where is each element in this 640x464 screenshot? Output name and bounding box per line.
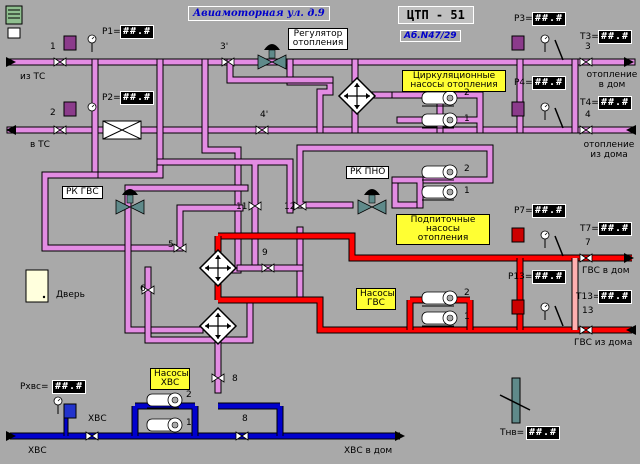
- p13-value: ##.#: [532, 270, 567, 284]
- phvs-value: ##.#: [52, 380, 87, 394]
- phvs-label: Pхвс=: [20, 382, 49, 392]
- circulation-pump-2[interactable]: [421, 90, 458, 107]
- t7-value: ##.#: [598, 222, 633, 236]
- damper-box: [102, 120, 142, 140]
- heating-supply-pipes: [6, 58, 636, 394]
- label-heating-to-house: отопление в дом: [586, 70, 638, 90]
- node-7: 7: [585, 238, 591, 248]
- node-9: 9: [262, 248, 268, 258]
- node-8: 8: [232, 374, 238, 384]
- gvs-pump-1[interactable]: [421, 310, 458, 327]
- makeup-pump-1[interactable]: [421, 184, 458, 201]
- node-5: 5: [168, 240, 174, 250]
- p13-label: P13=: [508, 272, 533, 282]
- cold-water-pipes: [10, 402, 400, 440]
- circulation-pump-1[interactable]: [421, 112, 458, 129]
- door-label: Дверь: [56, 290, 85, 300]
- pump-hvs-2-label: 2: [186, 390, 192, 400]
- label-hvs-to-house: ХВС в дом: [344, 446, 393, 456]
- heat-exchanger-heating: [338, 77, 376, 115]
- t4-value: ##.#: [598, 96, 633, 110]
- t3-value: ##.#: [598, 30, 633, 44]
- pump-circ-1-label: 1: [464, 114, 470, 124]
- thv-label: Тнв=: [500, 428, 525, 438]
- label-gvs-to-house: ГВС в дом: [582, 266, 630, 276]
- label-from-ts: из ТС: [20, 72, 46, 82]
- p4-label: P4=: [514, 78, 533, 88]
- label-to-ts: в ТС: [30, 140, 50, 150]
- p3-value: ##.#: [532, 12, 567, 26]
- thv-value: ##.#: [526, 426, 561, 440]
- node-4-prime: 4': [260, 110, 269, 120]
- label-regulator-heating: Регулятор отопления: [288, 28, 348, 50]
- node-3: 3: [585, 42, 591, 52]
- p7-label: P7=: [514, 206, 533, 216]
- heat-exchanger-gvs-1: [199, 249, 237, 287]
- station-title: ЦТП - 51: [398, 6, 474, 24]
- label-hvs-meter: ХВС: [88, 414, 107, 424]
- node-11: 11: [236, 202, 248, 212]
- label-gvs-from-house: ГВС из дома: [574, 338, 633, 348]
- node-2: 2: [50, 108, 56, 118]
- p7-value: ##.#: [532, 204, 567, 218]
- gvs-pump-2[interactable]: [421, 290, 458, 307]
- node-12: 12: [284, 202, 296, 212]
- pump-gvs-1-label: 1: [464, 312, 470, 322]
- node-8b: 8: [242, 414, 248, 424]
- p1-label: P1=: [102, 27, 121, 37]
- node-13: 13: [582, 306, 594, 316]
- label-hvs: ХВС: [28, 446, 47, 456]
- hvs-pump-2[interactable]: [146, 392, 183, 409]
- t7-label: T7=: [580, 224, 599, 234]
- flow-arrows: [6, 57, 636, 441]
- panel-icon[interactable]: [5, 5, 23, 39]
- label-circulation-pumps: Циркуляционные насосы отопления: [402, 70, 506, 92]
- label-rk-gvs: РК ГВС: [62, 186, 103, 199]
- door-icon[interactable]: [25, 269, 49, 303]
- temperature-sensors: [554, 39, 564, 327]
- node-3-prime: 3': [220, 42, 229, 52]
- pump-hvs-1-label: 1: [186, 418, 192, 428]
- label-rk-pno: РК ПНО: [346, 166, 390, 179]
- p2-value: ##.#: [120, 91, 155, 105]
- address-code: Аб.N47/29: [400, 30, 461, 42]
- label-heating-from-house: отопление из дома: [583, 140, 635, 160]
- label-hvs-pumps: Насосы ХВС: [150, 368, 190, 390]
- node-1: 1: [50, 42, 56, 52]
- p3-label: P3=: [514, 14, 533, 24]
- pump-feed-1-label: 1: [464, 186, 470, 196]
- node-4: 4: [585, 110, 591, 120]
- pump-gvs-2-label: 2: [464, 288, 470, 298]
- street-title: Авиамоторная ул. д.9: [188, 6, 330, 21]
- node-6: 6: [140, 284, 146, 294]
- label-gvs-pumps: Насосы ГВС: [356, 288, 396, 310]
- pump-feed-2-label: 2: [464, 164, 470, 174]
- pump-circ-2-label: 2: [464, 88, 470, 98]
- p1-value: ##.#: [120, 25, 155, 39]
- t3-label: T3=: [580, 32, 599, 42]
- label-makeup-pumps: Подпиточные насосы отопления: [396, 214, 490, 245]
- t4-label: T4=: [580, 98, 599, 108]
- p4-value: ##.#: [532, 76, 567, 90]
- flow-meters: [63, 35, 525, 419]
- t13-value: ##.#: [598, 290, 633, 304]
- makeup-pump-2[interactable]: [421, 164, 458, 181]
- t13-label: T13=: [576, 292, 601, 302]
- regulator-valve-pno[interactable]: [357, 188, 387, 215]
- hvs-pump-1[interactable]: [146, 417, 183, 434]
- outdoor-sensor: [499, 377, 531, 424]
- p2-label: P2=: [102, 93, 121, 103]
